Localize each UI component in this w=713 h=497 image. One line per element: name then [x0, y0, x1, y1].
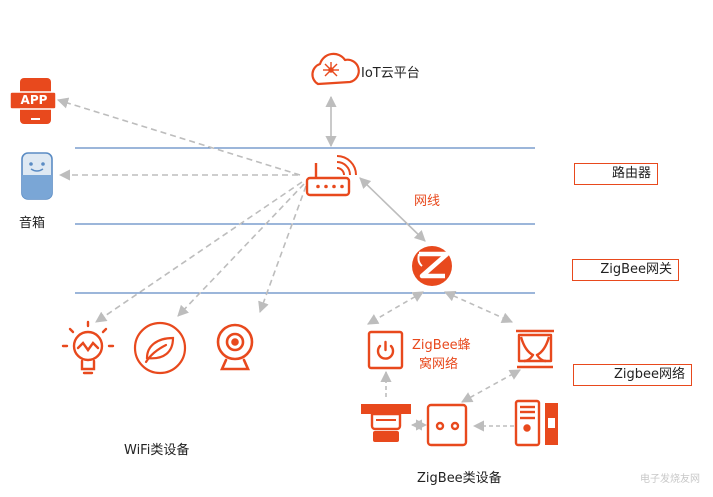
wifi-group-label: WiFi类设备 — [124, 443, 190, 458]
speaker-label: 音箱 — [19, 216, 46, 231]
app-label: APP — [20, 93, 48, 107]
ethernet-label: 网线 — [414, 194, 441, 209]
gateway-curtain-link — [443, 291, 514, 323]
layer-label-network: Zigbee网络 — [573, 364, 692, 386]
layer-label-router: 路由器 — [574, 163, 658, 185]
cloud-label: IoT云平台 — [361, 66, 420, 81]
smart-speaker-icon — [21, 152, 53, 200]
zigbee-group-label: ZigBee类设备 — [417, 471, 502, 486]
webcam-icon — [216, 323, 254, 371]
layer-label-gateway: ZigBee网关 — [572, 259, 679, 281]
router-gateway-link — [359, 177, 426, 242]
power-switch-icon — [367, 330, 404, 370]
router-app-link — [56, 97, 301, 176]
light-bulb-icon — [61, 320, 115, 375]
watermark: 电子发烧友网 — [640, 474, 700, 485]
door-lock-icon — [514, 399, 558, 447]
mesh-label-line1: ZigBee蜂 — [412, 338, 471, 353]
router-webcam-link — [258, 185, 307, 314]
socket-icon — [426, 403, 468, 447]
router-icon — [305, 155, 357, 197]
leaf-icon — [133, 321, 187, 375]
router-leaf-link — [177, 183, 305, 317]
curtain-icon — [516, 329, 554, 369]
mesh-label-line2: 窝网络 — [419, 357, 459, 372]
router-bulb-link — [95, 181, 303, 323]
ceiling-light-icon — [361, 404, 411, 442]
phone-app-icon — [9, 78, 57, 124]
socket-curtain-link — [461, 369, 521, 403]
zigbee-logo-icon — [412, 246, 452, 286]
cloud-icon — [311, 52, 360, 86]
gateway-switch-link — [367, 291, 424, 325]
